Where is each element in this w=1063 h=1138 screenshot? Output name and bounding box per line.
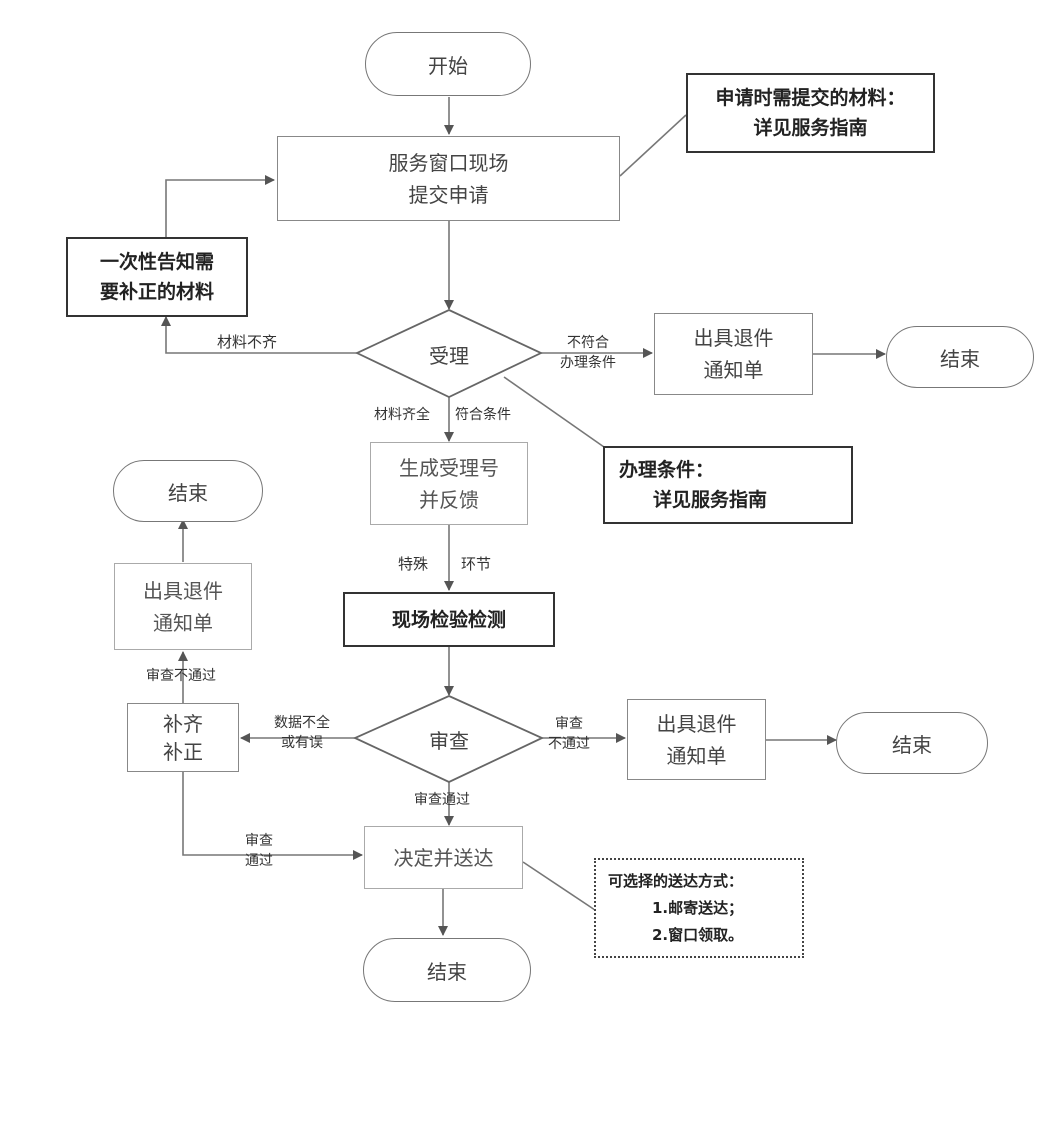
- accept-diamond-shape: [354, 309, 544, 398]
- conditions-line-2: 详见服务指南: [653, 489, 768, 511]
- end-label-1: 结束: [940, 346, 980, 371]
- reject3-line-1: 出具退件: [656, 711, 737, 736]
- submit-application-box: 服务窗口现场 提交申请: [277, 136, 620, 221]
- supplement-line-2: 补正: [163, 739, 203, 764]
- decide-label: 决定并送达: [393, 845, 494, 870]
- decide-deliver-box: 决定并送达: [364, 826, 523, 889]
- review-pass-left-line-2: 通过: [245, 853, 273, 869]
- accept-diamond-label: 受理: [429, 344, 469, 368]
- start-label: 开始: [428, 53, 468, 78]
- label-data-incomplete: 数据不全 或有误: [274, 713, 330, 753]
- arrow-notify-submit: [165, 175, 275, 237]
- not-eligible-line-1: 不符合: [567, 335, 609, 351]
- review-pass-left-line-1: 审查: [245, 833, 273, 849]
- materials-note-line-1: 申请时需提交的材料：: [715, 87, 906, 109]
- start-node: 开始: [365, 32, 531, 96]
- label-materials-complete: 材料齐全: [374, 407, 430, 423]
- materials-note-box: 申请时需提交的材料： 详见服务指南: [686, 73, 935, 153]
- review-diamond-shape: [352, 695, 545, 783]
- review-fail-right-line-1: 审查: [555, 716, 583, 732]
- not-eligible-line-2: 办理条件: [560, 355, 616, 371]
- notify-correction-box: 一次性告知需 要补正的材料: [66, 237, 248, 317]
- materials-note-line-2: 详见服务指南: [753, 117, 868, 139]
- arrow-accept-notify: [161, 316, 357, 354]
- data-incomplete-line-1: 数据不全: [274, 715, 330, 731]
- reject3-line-2: 通知单: [666, 743, 727, 768]
- onsite-inspection-box: 现场检验检测: [343, 592, 555, 647]
- reject2-line-2: 通知单: [153, 610, 213, 635]
- line-submit-note: [619, 114, 687, 177]
- generate-line-1: 生成受理号: [399, 455, 499, 480]
- end-label-2: 结束: [168, 480, 208, 505]
- label-review-pass: 审查通过: [414, 792, 470, 808]
- review-diamond-label: 审查: [429, 729, 469, 753]
- line-accept-conditions: [503, 376, 605, 448]
- delivery-line-2: 1.邮寄送达；: [652, 898, 744, 917]
- label-review-fail-left: 审查不通过: [146, 668, 216, 684]
- label-special: 特殊: [398, 555, 429, 573]
- end-node-4: 结束: [363, 938, 531, 1002]
- end-label-4: 结束: [427, 959, 467, 984]
- label-not-eligible: 不符合 办理条件: [560, 333, 616, 373]
- line-decide-delivery: [522, 861, 596, 911]
- data-incomplete-line-2: 或有误: [281, 735, 323, 751]
- label-stage: 环节: [461, 555, 492, 573]
- delivery-line-1: 可选择的送达方式：: [608, 871, 744, 890]
- conditions-note-box: 办理条件： 详见服务指南: [603, 446, 853, 524]
- submit-line-2: 提交申请: [408, 182, 489, 207]
- reject2-line-1: 出具退件: [143, 578, 223, 603]
- reject-notice-box-1: 出具退件 通知单: [654, 313, 813, 395]
- generate-number-box: 生成受理号 并反馈: [370, 442, 528, 525]
- supplement-box: 补齐 补正: [127, 703, 239, 772]
- notify-line-2: 要补正的材料: [99, 281, 214, 303]
- supplement-line-1: 补齐: [163, 711, 203, 736]
- submit-line-1: 服务窗口现场: [388, 150, 509, 175]
- label-review-fail-right: 审查 不通过: [548, 714, 590, 754]
- arrow-supplement-decide: [182, 772, 363, 860]
- generate-line-2: 并反馈: [419, 487, 479, 512]
- notify-line-1: 一次性告知需: [99, 251, 214, 273]
- onsite-label: 现场检验检测: [391, 608, 506, 631]
- reject1-line-2: 通知单: [703, 358, 764, 382]
- label-eligible: 符合条件: [455, 407, 511, 423]
- reject1-line-1: 出具退件: [693, 326, 774, 350]
- reject-notice-box-3: 出具退件 通知单: [627, 699, 766, 780]
- conditions-line-1: 办理条件：: [619, 459, 715, 481]
- label-review-pass-left: 审查 通过: [245, 831, 273, 871]
- end-label-3: 结束: [892, 732, 932, 757]
- end-node-1: 结束: [886, 326, 1034, 388]
- review-fail-right-line-2: 不通过: [548, 736, 590, 752]
- reject-notice-box-2: 出具退件 通知单: [114, 563, 252, 650]
- delivery-line-3: 2.窗口领取。: [652, 925, 744, 944]
- label-materials-incomplete: 材料不齐: [217, 333, 278, 351]
- end-node-2: 结束: [113, 460, 263, 522]
- delivery-note-box: 可选择的送达方式： 1.邮寄送达； 2.窗口领取。: [594, 858, 804, 958]
- end-node-3: 结束: [836, 712, 988, 774]
